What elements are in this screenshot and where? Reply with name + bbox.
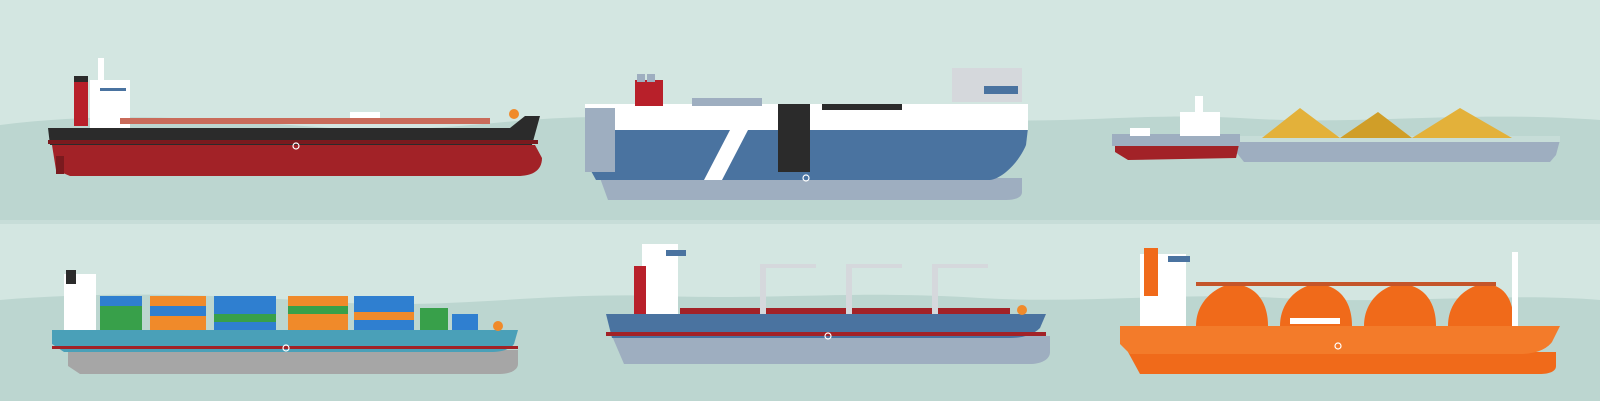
lng-tanker-ship-icon	[1120, 248, 1560, 374]
row-divider	[0, 220, 1600, 224]
container-ship-icon	[52, 270, 518, 374]
general-cargo-crane-ship-icon	[606, 244, 1050, 364]
container-stacks	[100, 296, 478, 330]
deck-cranes	[760, 264, 988, 314]
ro-ro-car-carrier-ship-icon	[585, 68, 1028, 200]
tugboat-barge-icon	[1112, 96, 1560, 162]
bulk-carrier-ship-icon	[48, 58, 542, 176]
